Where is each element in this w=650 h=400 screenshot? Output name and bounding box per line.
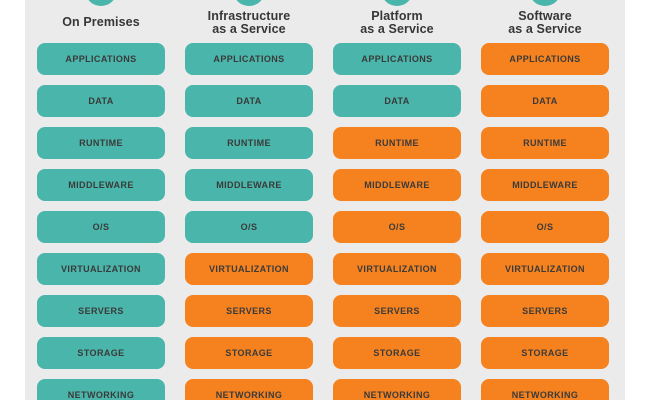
cell-label: VIRTUALIZATION (505, 264, 585, 274)
cell-data: DATA (333, 85, 461, 117)
cell-middleware: MIDDLEWARE (333, 169, 461, 201)
cell-data: DATA (481, 85, 609, 117)
cell-data: DATA (37, 85, 165, 117)
cell-networking: NETWORKING (37, 379, 165, 400)
cell-label: STORAGE (521, 348, 569, 358)
cell-label: VIRTUALIZATION (209, 264, 289, 274)
cell-label: O/S (240, 222, 258, 232)
cell-label: DATA (532, 96, 558, 106)
cell-label: DATA (88, 96, 114, 106)
cell-label: APPLICATIONS (361, 54, 433, 64)
cell-networking: NETWORKING (185, 379, 313, 400)
cell-label: RUNTIME (227, 138, 271, 148)
cell-label: SERVERS (374, 306, 420, 316)
teal-circle-icon (85, 0, 117, 6)
cell-storage: STORAGE (481, 337, 609, 369)
cell-label: MIDDLEWARE (364, 180, 430, 190)
cell-storage: STORAGE (37, 337, 165, 369)
cell-label: O/S (92, 222, 110, 232)
teal-circle-icon (381, 0, 413, 6)
column-title-on-premises: On Premises (37, 0, 165, 43)
cell-storage: STORAGE (185, 337, 313, 369)
column-title-line: as a Service (508, 22, 582, 36)
cell-label: STORAGE (225, 348, 273, 358)
cell-label: DATA (236, 96, 262, 106)
cell-label: MIDDLEWARE (216, 180, 282, 190)
cell-virtualization: VIRTUALIZATION (333, 253, 461, 285)
cell-servers: SERVERS (185, 295, 313, 327)
cell-networking: NETWORKING (481, 379, 609, 400)
cell-label: O/S (536, 222, 554, 232)
cell-label: STORAGE (77, 348, 125, 358)
cell-middleware: MIDDLEWARE (185, 169, 313, 201)
cell-virtualization: VIRTUALIZATION (481, 253, 609, 285)
cell-virtualization: VIRTUALIZATION (37, 253, 165, 285)
cell-label: RUNTIME (523, 138, 567, 148)
cell-label: STORAGE (373, 348, 421, 358)
cell-label: VIRTUALIZATION (357, 264, 437, 274)
cell-label: RUNTIME (375, 138, 419, 148)
cell-o-s: O/S (185, 211, 313, 243)
cell-label: SERVERS (78, 306, 124, 316)
cell-label: NETWORKING (363, 390, 431, 400)
cell-middleware: MIDDLEWARE (37, 169, 165, 201)
cell-runtime: RUNTIME (37, 127, 165, 159)
column-title-line: Software (518, 8, 572, 23)
column-title-line: as a Service (360, 22, 434, 36)
cell-label: APPLICATIONS (213, 54, 285, 64)
cell-virtualization: VIRTUALIZATION (185, 253, 313, 285)
cell-applications: APPLICATIONS (333, 43, 461, 75)
cell-o-s: O/S (333, 211, 461, 243)
cell-label: DATA (384, 96, 410, 106)
cell-label: RUNTIME (79, 138, 123, 148)
cell-runtime: RUNTIME (333, 127, 461, 159)
cell-label: NETWORKING (215, 390, 283, 400)
cell-o-s: O/S (481, 211, 609, 243)
cell-o-s: O/S (37, 211, 165, 243)
cell-applications: APPLICATIONS (185, 43, 313, 75)
cell-label: MIDDLEWARE (512, 180, 578, 190)
cell-applications: APPLICATIONS (37, 43, 165, 75)
teal-circle-icon (529, 0, 561, 6)
cell-label: NETWORKING (67, 390, 135, 400)
cell-middleware: MIDDLEWARE (481, 169, 609, 201)
column-title-line: as a Service (212, 22, 286, 36)
cell-label: SERVERS (522, 306, 568, 316)
cell-label: APPLICATIONS (65, 54, 137, 64)
cell-data: DATA (185, 85, 313, 117)
cell-runtime: RUNTIME (481, 127, 609, 159)
cell-label: APPLICATIONS (509, 54, 581, 64)
column-title-line: Infrastructure (207, 8, 291, 23)
cell-servers: SERVERS (481, 295, 609, 327)
column-title-line: Platform (371, 8, 423, 23)
cell-label: MIDDLEWARE (68, 180, 134, 190)
cell-runtime: RUNTIME (185, 127, 313, 159)
cell-servers: SERVERS (333, 295, 461, 327)
cell-label: O/S (388, 222, 406, 232)
column-title-line: On Premises (62, 15, 140, 30)
cell-applications: APPLICATIONS (481, 43, 609, 75)
cell-servers: SERVERS (37, 295, 165, 327)
teal-circle-icon (233, 0, 265, 6)
cell-label: VIRTUALIZATION (61, 264, 141, 274)
cell-label: NETWORKING (511, 390, 579, 400)
cell-storage: STORAGE (333, 337, 461, 369)
cell-label: SERVERS (226, 306, 272, 316)
cell-networking: NETWORKING (333, 379, 461, 400)
